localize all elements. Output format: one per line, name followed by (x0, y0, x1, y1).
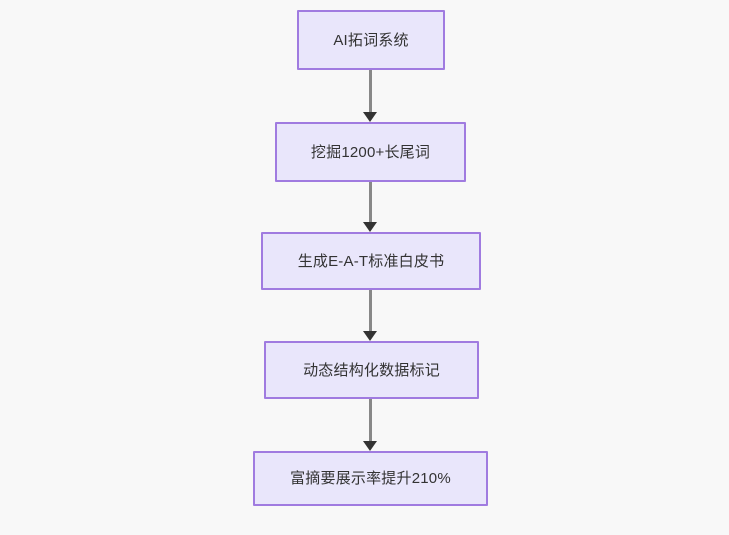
flowchart-node-label: AI拓词系统 (333, 31, 409, 49)
flowchart-node-label: 生成E-A-T标准白皮书 (297, 252, 445, 270)
flowchart-connector-n3-n4 (369, 290, 372, 331)
flowchart-node-n1[interactable]: AI拓词系统 (297, 10, 445, 70)
arrow-down-icon (363, 112, 377, 122)
flowchart-node-label: 动态结构化数据标记 (303, 361, 440, 379)
flowchart-node-n3[interactable]: 生成E-A-T标准白皮书 (261, 232, 481, 290)
flowchart-node-label: 挖掘1200+长尾词 (310, 143, 431, 161)
flowchart-node-n2[interactable]: 挖掘1200+长尾词 (275, 122, 466, 182)
arrow-down-icon (363, 331, 377, 341)
arrow-down-icon (363, 222, 377, 232)
flowchart-node-label: 富摘要展示率提升210% (290, 470, 451, 487)
flowchart-connector-n1-n2 (369, 70, 372, 112)
flowchart-connector-n2-n3 (369, 182, 372, 222)
flowchart-node-n5[interactable]: 富摘要展示率提升210% (253, 451, 488, 506)
flowchart-node-n4[interactable]: 动态结构化数据标记 (264, 341, 479, 399)
arrow-down-icon (363, 441, 377, 451)
flowchart-connector-n4-n5 (369, 399, 372, 441)
